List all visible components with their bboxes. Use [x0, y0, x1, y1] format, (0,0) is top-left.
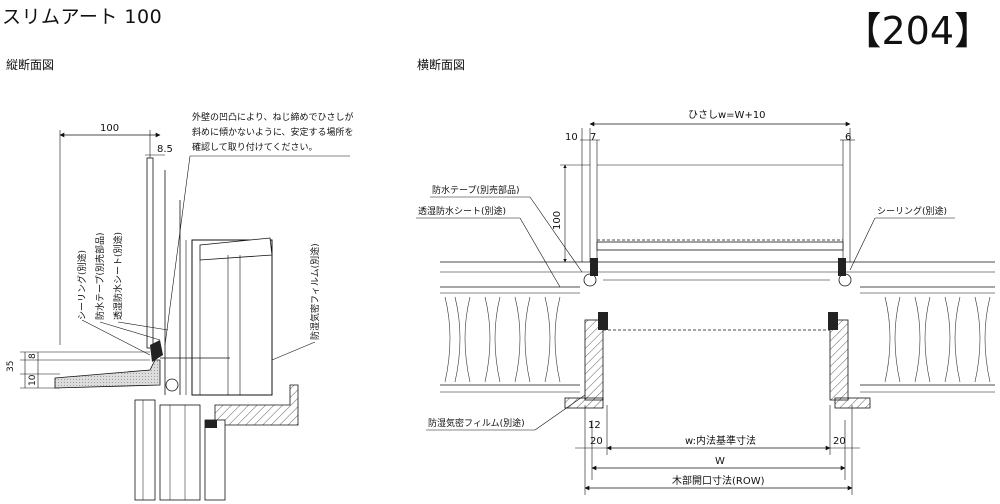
product-code: 【204】 [843, 9, 992, 53]
h-dim-opening: 木部開口寸法(ROW) [672, 474, 765, 487]
vertical-section-title: 縦断面図 [6, 58, 55, 72]
h-dim-100: 100 [552, 211, 563, 230]
v-label-film: 防湿気密フィルム(別途) [309, 243, 321, 340]
v-note-line2: 斜めに傾かないように、安定する場所を [192, 126, 354, 138]
horizontal-section-drawing: ひさしw=W+10 10 7 6 100 [416, 109, 995, 495]
v-dim-85: 8.5 [157, 144, 173, 155]
v-label-sealing: シーリング(別途) [76, 250, 88, 320]
h-dim-12: 12 [588, 420, 601, 431]
v-dim-10: 10 [28, 374, 38, 386]
h-dim-20-left: 20 [590, 436, 603, 447]
h-dim-hisashi: ひさしw=W+10 [688, 109, 766, 121]
horizontal-section-title: 横断面図 [417, 58, 466, 72]
h-dim-20-right: 20 [833, 436, 846, 447]
v-dim-8: 8 [28, 353, 38, 359]
v-dim-100: 100 [100, 123, 119, 134]
v-note-line1: 外壁の凹凸により、ねじ締めでひさしが [192, 111, 353, 123]
v-note-line3: 確認して取り付けてください。 [192, 141, 317, 153]
product-title: スリムアート 100 [2, 6, 163, 28]
vertical-section-drawing: 100 8.5 35 8 10 [6, 111, 354, 501]
v-label-sheet: 透湿防水シート(別途) [112, 232, 124, 320]
h-dim-inner: w:内法基準寸法 [685, 434, 756, 447]
h-label-sealing: シーリング(別途) [877, 205, 947, 217]
h-label-sheet: 透湿防水シート(別途) [418, 205, 506, 217]
h-dim-6: 6 [845, 132, 851, 143]
h-dim-10: 10 [565, 132, 578, 143]
h-label-tape: 防水テープ(別売部品) [432, 184, 519, 196]
v-label-tape: 防水テープ(別売部品) [94, 233, 106, 320]
h-dim-7: 7 [590, 132, 596, 143]
h-dim-W: W [715, 456, 725, 467]
v-dim-35: 35 [6, 361, 16, 372]
h-label-film: 防湿気密フィルム(別途) [428, 417, 525, 429]
